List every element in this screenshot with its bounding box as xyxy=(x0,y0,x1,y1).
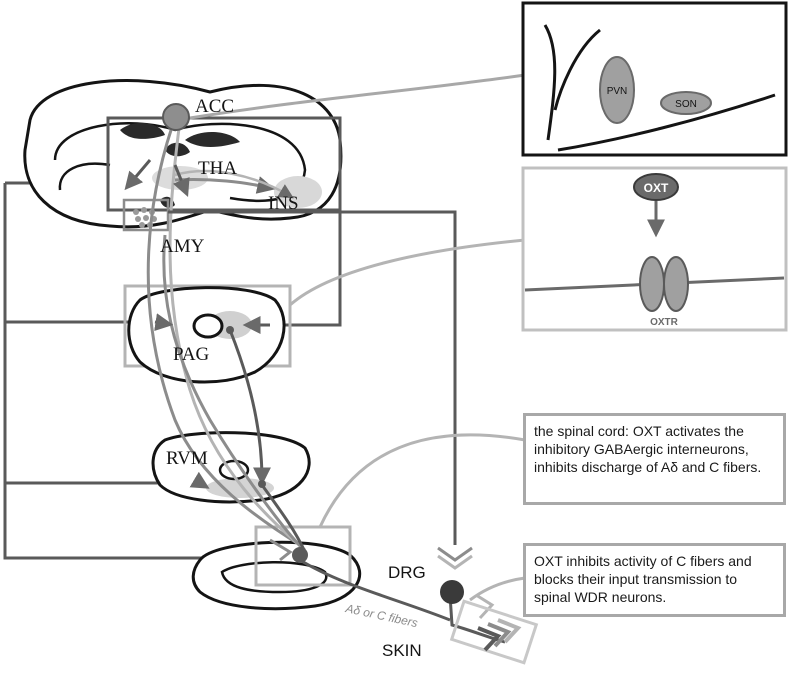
amy-label: AMY xyxy=(160,236,205,257)
drg-label: DRG xyxy=(388,563,426,582)
nerve-endings xyxy=(269,538,495,620)
oxtr-label: OXTR xyxy=(650,317,679,328)
drg-node xyxy=(440,580,464,604)
spinal-cord-section xyxy=(191,525,362,611)
spinal-cord-callout: the spinal cord: OXT activates the inhib… xyxy=(523,413,786,505)
brain-section xyxy=(23,79,343,232)
oxt-label: OXT xyxy=(644,181,669,195)
nodes xyxy=(162,103,464,604)
fiber-paths xyxy=(124,73,526,644)
spinal-node xyxy=(292,547,308,563)
pvn-label: PVN xyxy=(607,86,628,97)
spinal-cord-callout-text: the spinal cord: OXT activates the inhib… xyxy=(534,423,762,475)
tha-label: THA xyxy=(198,158,237,179)
c-fibers-callout: OXT inhibits activity of C fibers and bl… xyxy=(523,543,786,617)
acc-node xyxy=(162,103,190,131)
pag-label: PAG xyxy=(173,344,210,365)
rvm-label: RVM xyxy=(166,448,208,469)
skin-patch xyxy=(449,599,539,665)
acc-label: ACC xyxy=(195,96,234,117)
c-fibers-callout-text: OXT inhibits activity of C fibers and bl… xyxy=(534,553,752,605)
receptor-inset: OXT OXTR xyxy=(521,166,788,332)
son-label: SON xyxy=(675,99,697,110)
skin-label: SKIN xyxy=(382,641,422,660)
ins-label: INS xyxy=(268,193,299,214)
hypothalamus-inset: PVN SON xyxy=(521,1,788,157)
